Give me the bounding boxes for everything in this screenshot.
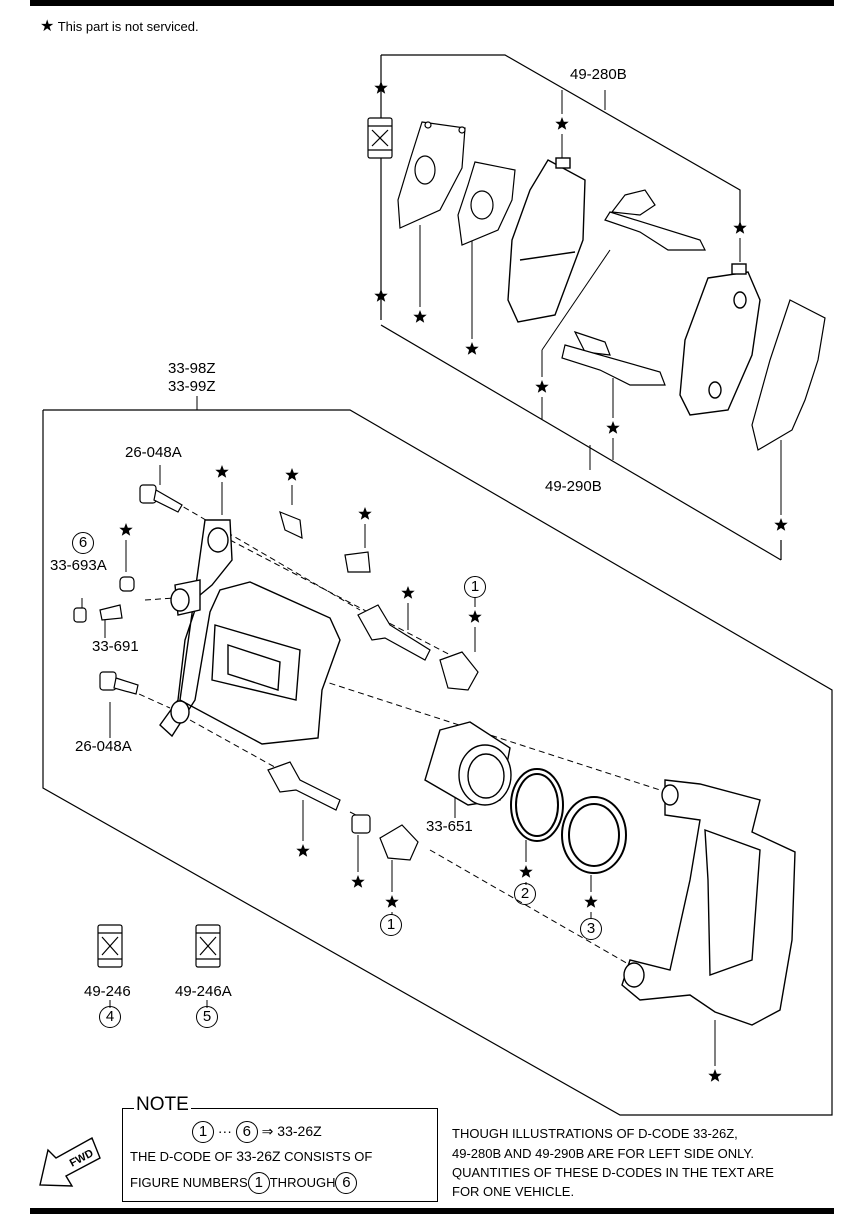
pin-boot-lower (379, 824, 419, 861)
star-icon (733, 221, 747, 234)
star-icon (119, 523, 133, 536)
remark-line-2: 49-280B AND 49-290B ARE FOR LEFT SIDE ON… (452, 1146, 755, 1161)
legend: ★ This part is not serviced. (40, 18, 199, 35)
caliper-frame (42, 396, 833, 1116)
bleeder-screw (73, 604, 123, 623)
shim-plate-1 (397, 121, 466, 229)
label-bleeder-screw: 33-691 (92, 638, 139, 655)
caliper-bracket-body (159, 519, 341, 745)
remark-line-1: THOUGH ILLUSTRATIONS OF D-CODE 33-26Z, (452, 1126, 738, 1141)
callout-5: 5 (196, 1006, 218, 1028)
callout-1-lower: 1 (380, 914, 402, 936)
label-caliper-right: 33-99Z (168, 378, 216, 395)
pin-bushing (351, 814, 371, 834)
callout-1-upper: 1 (464, 576, 486, 598)
star-icon (774, 518, 788, 531)
label-kit-upper: 49-280B (570, 66, 627, 83)
star-icon (401, 586, 415, 599)
star-icon (465, 342, 479, 355)
callout-3: 3 (580, 918, 602, 940)
note-line-2: THE D-CODE OF 33-26Z CONSISTS OF (130, 1148, 373, 1164)
star-icon (215, 465, 229, 478)
label-bolt-upper: 26-048A (125, 444, 182, 461)
star-icon (708, 1069, 722, 1082)
star-icon (413, 310, 427, 323)
note-title: NOTE (134, 1094, 191, 1115)
label-kit-lower: 49-290B (545, 478, 602, 495)
star-icon (606, 421, 620, 434)
callout-2: 2 (514, 883, 536, 905)
pad-clip-lower (561, 330, 666, 386)
slide-pin-upper (357, 604, 431, 661)
label-shim-5: 49-246A (175, 983, 232, 1000)
shim-plate-2 (457, 161, 516, 246)
slide-pin-lower (267, 761, 341, 811)
star-icon (535, 380, 549, 393)
guide-clip-b (344, 551, 371, 573)
note-box (122, 1108, 438, 1202)
shim-outer (751, 299, 826, 451)
star-icon: ★ (40, 18, 55, 35)
note-line-1: 1 ··· 6 ⇒ 33-26Z (192, 1121, 322, 1143)
kit-frame-bottom (380, 324, 782, 561)
callout-6: 6 (72, 532, 94, 554)
star-icon (351, 875, 365, 888)
caliper-frame-outline (42, 409, 833, 1116)
bolt-lower (99, 671, 139, 695)
callout-4: 4 (99, 1006, 121, 1028)
star-icon (358, 507, 372, 520)
legend-text: This part is not serviced. (57, 19, 199, 34)
star-icon (584, 895, 598, 908)
star-icon (555, 117, 569, 130)
pin-boot-upper (439, 651, 479, 691)
guide-clip-a (279, 510, 303, 539)
brake-pad-outer (679, 263, 761, 416)
label-piston: 33-651 (426, 818, 473, 835)
mounting-bracket (621, 779, 796, 1026)
pad-clip-upper (604, 189, 706, 251)
shim-49-246 (97, 924, 123, 968)
label-bleeder-cap: 33-693A (50, 557, 107, 574)
star-icon (385, 895, 399, 908)
star-icon (285, 468, 299, 481)
dust-boot (561, 796, 627, 874)
piston-seal (510, 768, 564, 842)
leader-lines (81, 90, 782, 1066)
bleeder-cap (119, 576, 135, 592)
kit-frame-top (381, 54, 741, 225)
remark-line-4: FOR ONE VEHICLE. (452, 1184, 575, 1199)
star-icon (296, 844, 310, 857)
remark-line-3: QUANTITIES OF THESE D-CODES IN THE TEXT … (452, 1165, 774, 1180)
fwd-arrow-icon: FWD (39, 1137, 101, 1187)
label-caliper-left: 33-98Z (168, 360, 216, 377)
star-icon (519, 865, 533, 878)
shim-49-246a (195, 924, 221, 968)
star-icon (468, 610, 482, 623)
top-rule (30, 0, 834, 6)
brake-pad-inner (507, 157, 586, 323)
shim-small-top (367, 117, 393, 159)
bottom-rule (30, 1208, 834, 1214)
label-bolt-lower: 26-048A (75, 738, 132, 755)
bolt-upper (139, 484, 183, 513)
label-shim-4: 49-246 (84, 983, 131, 1000)
piston (424, 721, 512, 806)
